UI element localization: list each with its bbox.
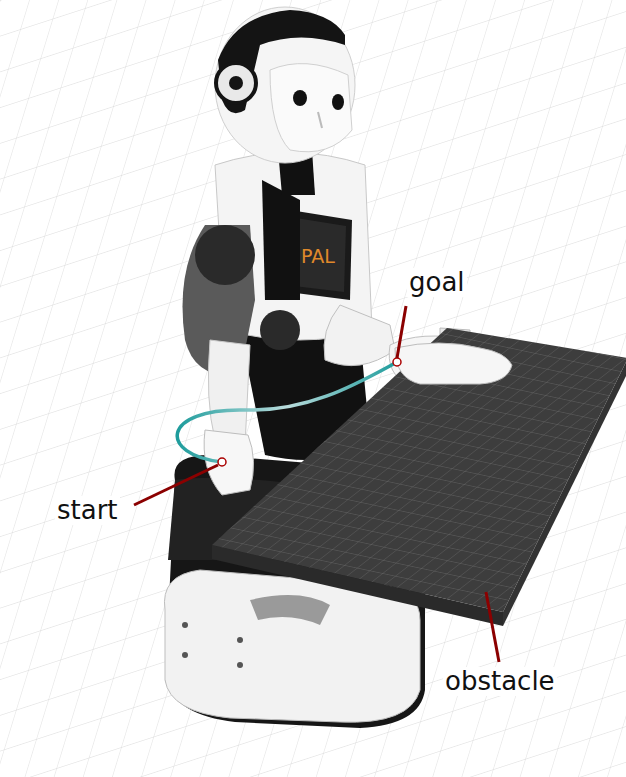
leader-line <box>134 465 218 505</box>
goal-marker <box>393 358 401 366</box>
callout-label: goal <box>407 268 467 297</box>
leader-line <box>486 592 499 662</box>
leader-line <box>397 306 406 358</box>
logo-text: PAL <box>299 246 337 267</box>
table-obstacle <box>212 328 626 626</box>
callout-label: obstacle <box>443 667 557 696</box>
robot-hand <box>395 343 512 384</box>
callout-label: start <box>55 496 120 525</box>
robot-arm <box>183 225 301 495</box>
trajectory-path <box>177 362 397 462</box>
robot-head <box>215 7 355 195</box>
start-marker <box>218 458 226 466</box>
